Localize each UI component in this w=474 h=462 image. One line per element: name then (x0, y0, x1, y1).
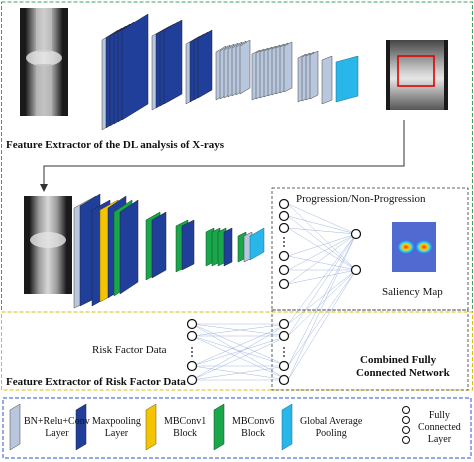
knee-xray-image (20, 8, 68, 116)
saliency-label: Saliency Map (382, 286, 443, 298)
legend-item-fc: Fully Connected Layer (418, 410, 461, 445)
fc-neurons (186, 198, 362, 386)
risk-section-border (1, 311, 473, 391)
legend-icons (9, 403, 410, 451)
fc-box-bottom (271, 309, 469, 391)
legend-item-conv: BN+Relu+Conv Layer (24, 416, 90, 439)
flow-arrow (43, 120, 405, 186)
knee-xray-image-2 (24, 196, 72, 294)
ellipsis-dots (191, 237, 285, 357)
saliency-xray-top (386, 40, 448, 110)
legend-item-gap: Global Average Pooling (300, 416, 363, 439)
legend-item-maxpool: Maxpooling Layer (92, 416, 141, 439)
fcn-title-line1: Combined Fully (360, 354, 437, 366)
legend-border (2, 397, 472, 459)
legend-item-mbconv1: MBConv1 Block (164, 416, 207, 439)
arrow-head-icon (40, 184, 48, 192)
fcn-title-line2: Connected Network (356, 367, 450, 379)
risk-factor-label: Risk Factor Data (92, 344, 167, 356)
fc-connections (191, 203, 357, 381)
risk-caption: Feature Extractor of Risk Factor Data (6, 376, 186, 388)
dl-caption: Feature Extractor of the DL analysis of … (6, 139, 225, 151)
legend-item-mbconv6: MBConv6 Block (232, 416, 275, 439)
dl-layer-stack-top (101, 13, 359, 131)
saliency-heatmap (392, 222, 436, 272)
head-title: Progression/Non-Progression (296, 193, 426, 205)
dl-layer-stack-middle (73, 193, 265, 309)
